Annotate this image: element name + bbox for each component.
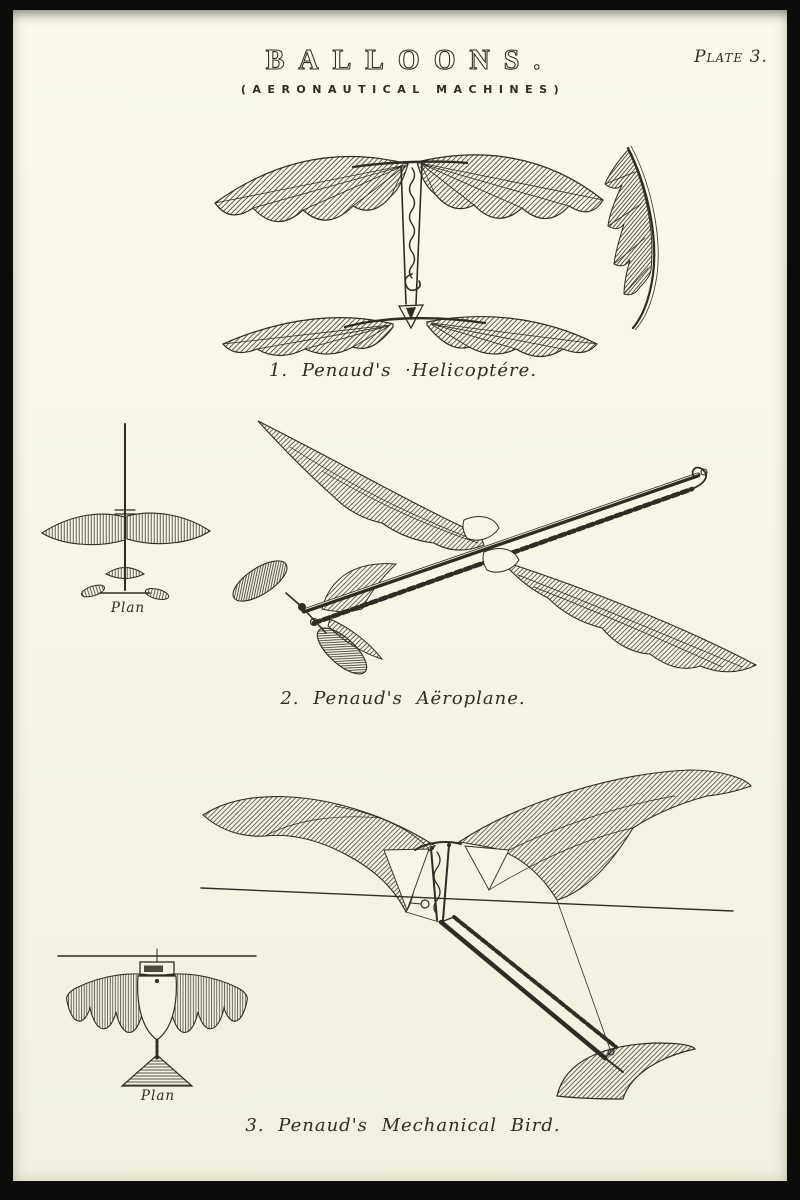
bird-plan-label: Plan <box>140 1088 176 1104</box>
bird-plan-figure <box>57 948 257 1087</box>
helicopter-figure <box>214 154 604 358</box>
mechanical-bird-figure <box>200 769 752 1100</box>
aeroplane-caption: 2. Penaud's Aëroplane. <box>280 688 526 709</box>
helicopter-caption: 1. Penaud's ·Helicoptére. <box>268 360 538 381</box>
aeroplane-figure <box>232 420 758 675</box>
page-title: BALLOONS. <box>266 45 555 76</box>
plate-title-art: BALLOONS. <box>265 44 555 76</box>
aeroplane-plan-label: Plan <box>110 600 146 616</box>
plate-number: Plate 3. <box>694 47 768 67</box>
aeroplane-plan-figure <box>40 423 211 600</box>
mechanical-bird-caption: 3. Penaud's Mechanical Bird. <box>245 1115 561 1136</box>
plate-subtitle: (AERONAUTICAL MACHINES) <box>240 83 566 96</box>
wing-blade-detail-figure <box>604 145 659 330</box>
